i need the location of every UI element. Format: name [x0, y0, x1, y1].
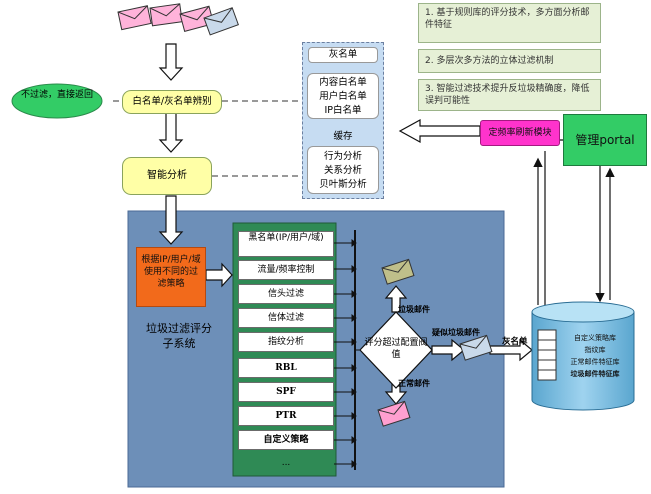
bayes-analysis: 贝叶斯分析 [319, 179, 367, 190]
greylist-out-label: 灰名单 [502, 337, 528, 347]
smart-analysis-node: 智能分析 [122, 157, 212, 195]
note-2: 2. 多层次多方法的立体过滤机制 [418, 49, 601, 73]
spam-envelope-icon [381, 258, 415, 285]
filter-header: 信头过滤 [238, 284, 334, 304]
normal-mail-label: 正常邮件 [398, 379, 430, 388]
spam-mail-label: 垃圾邮件 [398, 305, 430, 314]
cache-label: 缓存 [333, 131, 353, 142]
arrow-refresh-to-cache [398, 118, 481, 144]
threshold-label: 评分超过配置阀值 [364, 338, 428, 360]
analysis-group: 行为分析 关系分析 贝叶斯分析 [307, 146, 379, 194]
envelope-icon [179, 5, 215, 32]
subsystem-label: 垃圾过滤评分子系统 [146, 322, 212, 350]
cache-panel: 灰名单 内容白名单 用户白名单 IP白名单 缓存 行为分析 关系分析 贝叶斯分析 [302, 42, 384, 199]
relation-analysis: 关系分析 [323, 165, 362, 176]
envelope-icon [203, 7, 239, 36]
envelope-icon [117, 5, 152, 31]
not-filtered-label: 不过滤，直接返回 [20, 90, 93, 100]
database-cylinder [531, 301, 635, 411]
thin-arrows [520, 135, 615, 310]
content-whitelist: 内容白名单 [319, 77, 367, 88]
db-normal-features: 正常邮件特征库 [570, 358, 620, 366]
db-fingerprint: 指纹库 [584, 346, 606, 354]
note-3: 3. 智能过滤技术提升反垃圾精确度，降低误判可能性 [418, 79, 601, 111]
arrow-up-spam [384, 285, 408, 313]
filter-custom: 自定义策略 [238, 430, 334, 450]
arrow-right-suspected [431, 338, 465, 362]
database-labels: 自定义策略库 指纹库 正常邮件特征库 垃圾邮件特征库 [558, 332, 632, 380]
envelope-icon [149, 3, 183, 27]
db-custom-policy: 自定义策略库 [574, 334, 616, 342]
filter-blacklist: 黑名单(IP/用户/域) [238, 231, 334, 257]
arrow-whitelist-to-smart [158, 111, 184, 153]
not-filtered-ellipse [11, 83, 103, 119]
suspected-envelope-icon [459, 334, 493, 361]
arrow-to-database [489, 338, 533, 362]
envelope-icons [117, 3, 493, 427]
threshold-diamond [359, 311, 433, 389]
user-whitelist: 用户白名单 [319, 91, 367, 102]
filter-rate-control: 流量/频率控制 [238, 260, 334, 280]
normal-envelope-icon [377, 400, 411, 427]
ip-whitelist: IP白名单 [324, 105, 362, 116]
whitelist-check-node: 白名单/灰名单辨别 [122, 90, 222, 114]
db-spam-features: 垃圾邮件特征库 [570, 370, 620, 378]
arrow-policy-to-filters [205, 262, 233, 288]
whitelist-group: 内容白名单 用户白名单 IP白名单 [307, 73, 379, 119]
arrow-mail-to-whitelist [158, 43, 184, 81]
dashed-connectors [113, 100, 302, 177]
hollow-arrows [158, 43, 533, 405]
greylist-label: 灰名单 [308, 47, 378, 63]
management-portal[interactable]: 管理portal [563, 114, 647, 166]
arrow-smart-to-subsystem [158, 195, 184, 245]
filter-spf: SPF [238, 382, 334, 402]
note-1: 1. 基于规则库的评分技术，多方面分析邮件特征 [418, 3, 601, 43]
filter-more: ... [281, 458, 291, 468]
filter-rbl: RBL [238, 358, 334, 378]
suspected-spam-label: 疑似垃圾邮件 [432, 328, 480, 337]
filter-body: 信体过滤 [238, 308, 334, 328]
behavior-analysis: 行为分析 [323, 151, 362, 162]
filter-ticks [334, 239, 364, 468]
refresh-module: 定频率刷新模块 [480, 120, 560, 146]
filter-ptr: PTR [238, 406, 334, 426]
filter-fingerprint: 指纹分析 [238, 332, 334, 352]
policy-box: 根据IP/用户/域使用不同的过滤策略 [136, 247, 206, 307]
notes-panel: 1. 基于规则库的评分技术，多方面分析邮件特征 2. 多层次多方法的立体过滤机制… [418, 3, 601, 111]
